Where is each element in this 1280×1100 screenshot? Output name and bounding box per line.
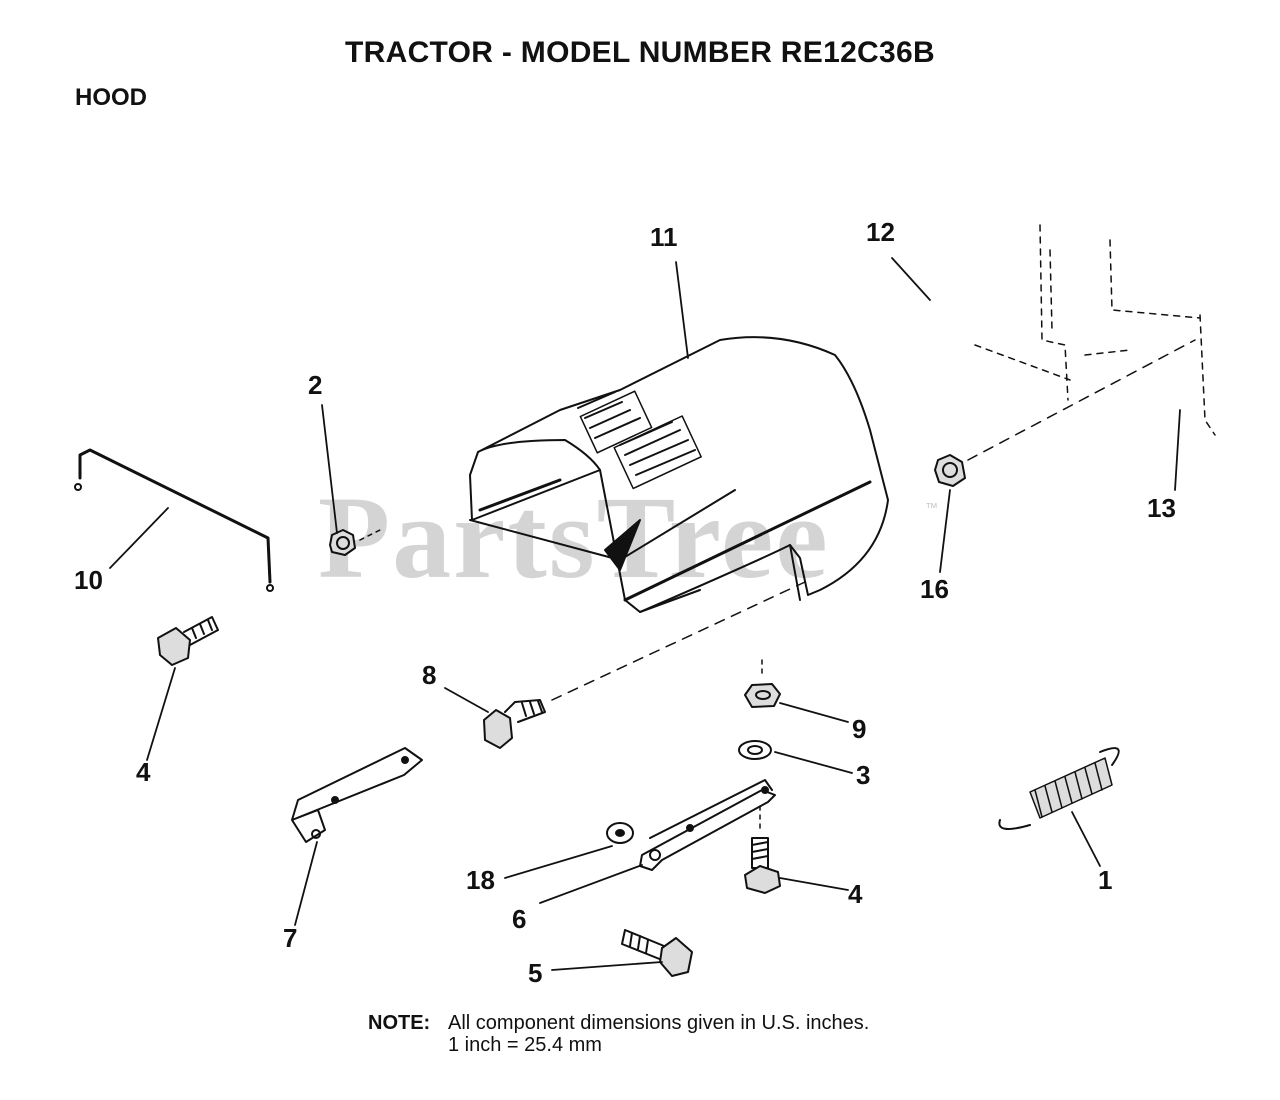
rod-part[interactable] [74,448,274,592]
washer-part-3[interactable] [738,740,772,760]
callout-11: 11 [650,222,678,252]
callout-9: 9 [852,714,867,744]
dashed-frame-part [974,224,1216,436]
bracket-part-6[interactable] [639,779,776,871]
section-title: HOOD [75,84,147,111]
note-line-1: All component dimensions given in U.S. i… [448,1012,870,1034]
callout-4b: 4 [848,879,863,909]
washer-part-18[interactable] [606,822,634,844]
spring-part[interactable] [998,747,1120,830]
hood-part[interactable] [469,336,889,613]
callout-3: 3 [856,760,871,790]
callout-7: 7 [283,923,298,953]
callout-5: 5 [528,958,543,988]
callout-2: 2 [308,370,323,400]
callout-13: 13 [1147,493,1176,523]
callout-10: 10 [74,565,103,595]
callout-12: 12 [866,217,895,247]
nut-part-9[interactable] [744,683,781,708]
nut-part-16[interactable] [934,454,966,487]
watermark: PartsTree [318,472,830,603]
nut-part-2[interactable] [329,529,381,556]
callout-8: 8 [422,660,437,690]
callout-18: 18 [466,865,495,895]
note-label: NOTE: [368,1012,431,1034]
callout-6: 6 [512,904,527,934]
bolt-part-5[interactable] [621,929,693,977]
note-line-2: 1 inch = 25.4 mm [448,1034,602,1056]
callout-16: 16 [920,574,949,604]
bracket-part-7[interactable] [291,747,423,843]
bolt-part-4b[interactable] [744,837,781,894]
watermark-tm: ™ [925,500,938,515]
bolt-part-8[interactable] [483,699,546,749]
bolt-part-4a[interactable] [157,616,219,666]
page-title: TRACTOR - MODEL NUMBER RE12C36B [345,36,935,69]
callout-1: 1 [1098,865,1113,895]
note-block: NOTE: All component dimensions given in U… [368,1012,869,1056]
leader-lines [109,257,1181,971]
callout-4a: 4 [136,757,151,787]
